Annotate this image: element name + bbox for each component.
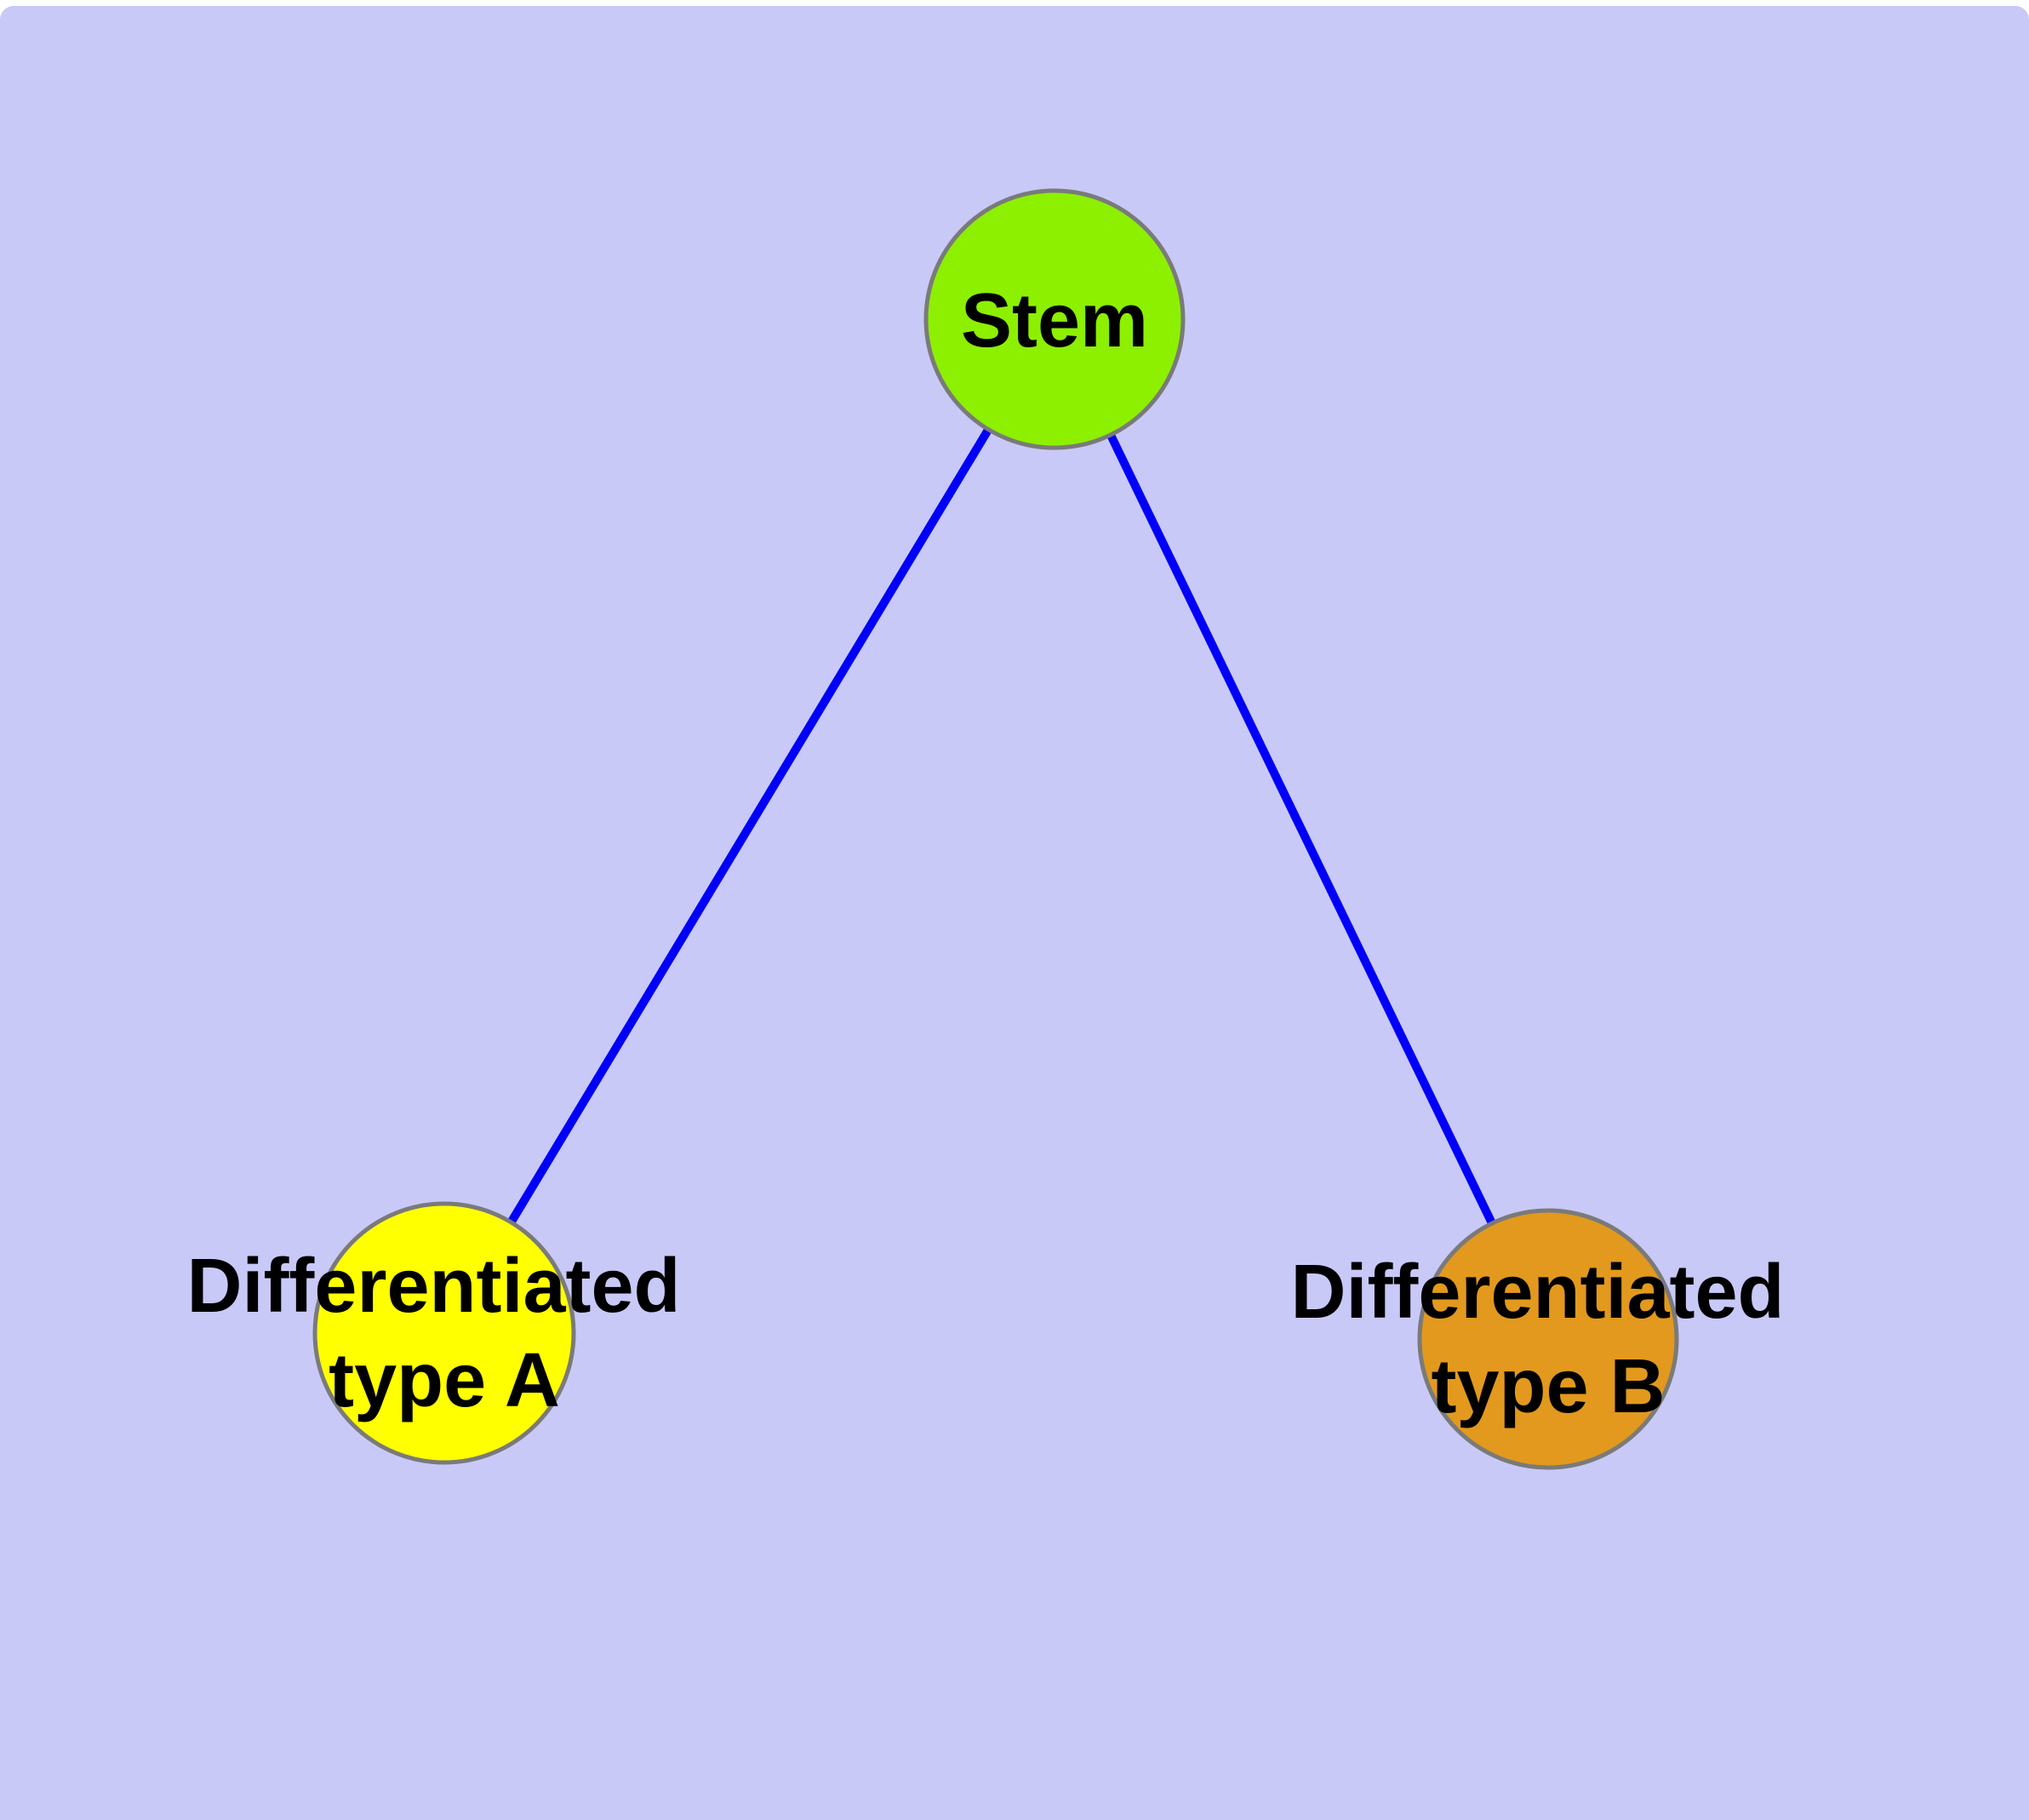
canvas-background-lower <box>0 851 2029 1820</box>
node-stem-label: Stem <box>961 278 1148 363</box>
node-differentiated-type-b-label: Differentiated type B <box>1290 1224 1805 1429</box>
node-differentiated-type-a: Differentiated type A <box>186 1201 701 1465</box>
node-stem-circle <box>923 188 1186 450</box>
node-stem: Stem <box>923 188 1186 450</box>
edge-stem-to-type-b <box>1106 432 1496 1226</box>
node-differentiated-type-b-circle <box>1417 1208 1679 1470</box>
node-differentiated-type-a-label: Differentiated type A <box>186 1218 701 1423</box>
node-differentiated-type-b: Differentiated type B <box>1290 1208 1805 1470</box>
node-differentiated-type-a-circle <box>312 1201 576 1465</box>
edge-stem-to-type-a <box>507 427 992 1224</box>
